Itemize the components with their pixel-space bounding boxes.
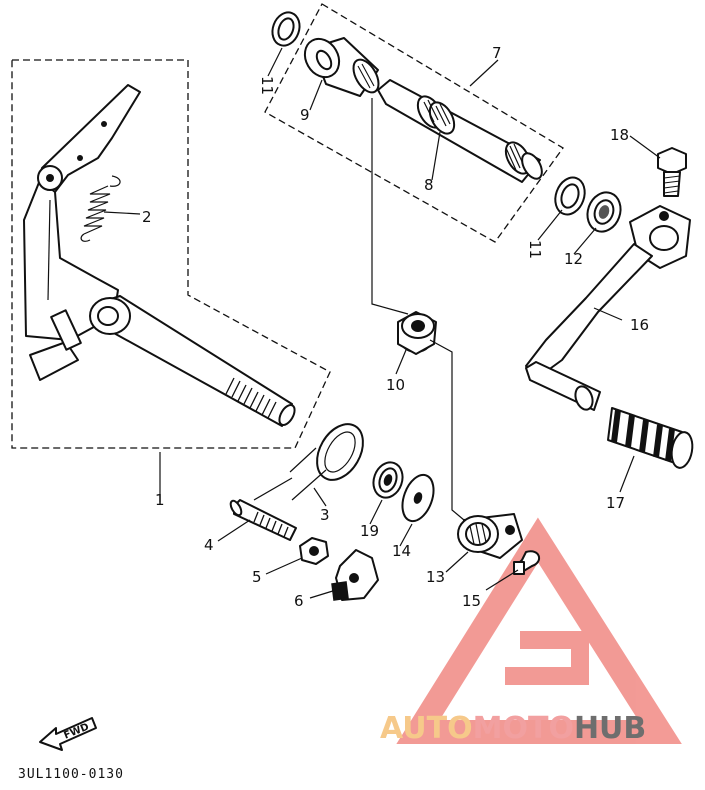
- label-part-11b: 11: [526, 240, 544, 259]
- part-3-spring: [289, 423, 364, 501]
- watermark-triangle: [396, 517, 682, 744]
- label-part-15: 15: [462, 592, 481, 610]
- label-part-13: 13: [426, 568, 445, 586]
- label-part-14: 14: [392, 542, 411, 560]
- part-19-washer: [372, 461, 404, 499]
- part-11a-washer: [271, 11, 301, 47]
- leader-lines: [103, 47, 661, 599]
- label-part-3: 3: [320, 506, 330, 524]
- part-14-washer: [401, 473, 435, 523]
- label-part-11a: 11: [258, 76, 276, 95]
- part-number-labels: 1 2 3 4 5 6 7 8 9 10 11 11 12 13 14 15 1…: [142, 44, 649, 610]
- part-17-kick-rubber: [607, 407, 694, 469]
- label-part-18: 18: [610, 126, 629, 144]
- part-11b-washer: [554, 176, 586, 216]
- label-part-1: 1: [155, 491, 165, 509]
- part-8-kick-shaft: [377, 79, 543, 183]
- label-part-2: 2: [142, 208, 152, 226]
- label-part-4: 4: [204, 536, 214, 554]
- assembly-box-kick-shaft: [264, 3, 564, 243]
- watermark-logo: [396, 517, 682, 744]
- label-part-8: 8: [424, 176, 434, 194]
- part-4-bolt: [229, 499, 297, 541]
- watermark-text-auto: AUTO: [380, 711, 473, 746]
- drawing-code: 3UL1100-0130: [18, 767, 124, 782]
- label-part-19: 19: [360, 522, 379, 540]
- part-15-circlip: [513, 550, 541, 575]
- part-13-ratchet: [457, 513, 523, 559]
- part-2-spring: [80, 175, 121, 242]
- fwd-arrow-icon: [39, 717, 97, 751]
- label-part-10: 10: [386, 376, 405, 394]
- label-part-9: 9: [300, 106, 310, 124]
- part-12-oil-seal: [586, 191, 622, 233]
- label-part-17: 17: [606, 494, 625, 512]
- part-10-collar: [397, 311, 437, 355]
- assembly-box-shift-shaft: [11, 59, 331, 449]
- label-part-16: 16: [630, 316, 649, 334]
- label-part-7: 7: [492, 44, 502, 62]
- part-16-kick-lever: [525, 205, 691, 411]
- part-6-stopper-plate: [331, 549, 379, 601]
- label-part-6: 6: [294, 592, 304, 610]
- label-part-12: 12: [564, 250, 583, 268]
- label-part-5: 5: [252, 568, 262, 586]
- watermark-text: AUTOMOTOHUB: [380, 711, 646, 746]
- watermark-text-hub: HUB: [574, 711, 646, 746]
- part-1-shift-shaft: [23, 84, 296, 427]
- part-9-ratchet-gear: [303, 37, 380, 97]
- watermark-text-moto: MOTO: [473, 711, 574, 746]
- part-5-nut: [299, 537, 329, 565]
- part-18-bolt: [657, 147, 687, 197]
